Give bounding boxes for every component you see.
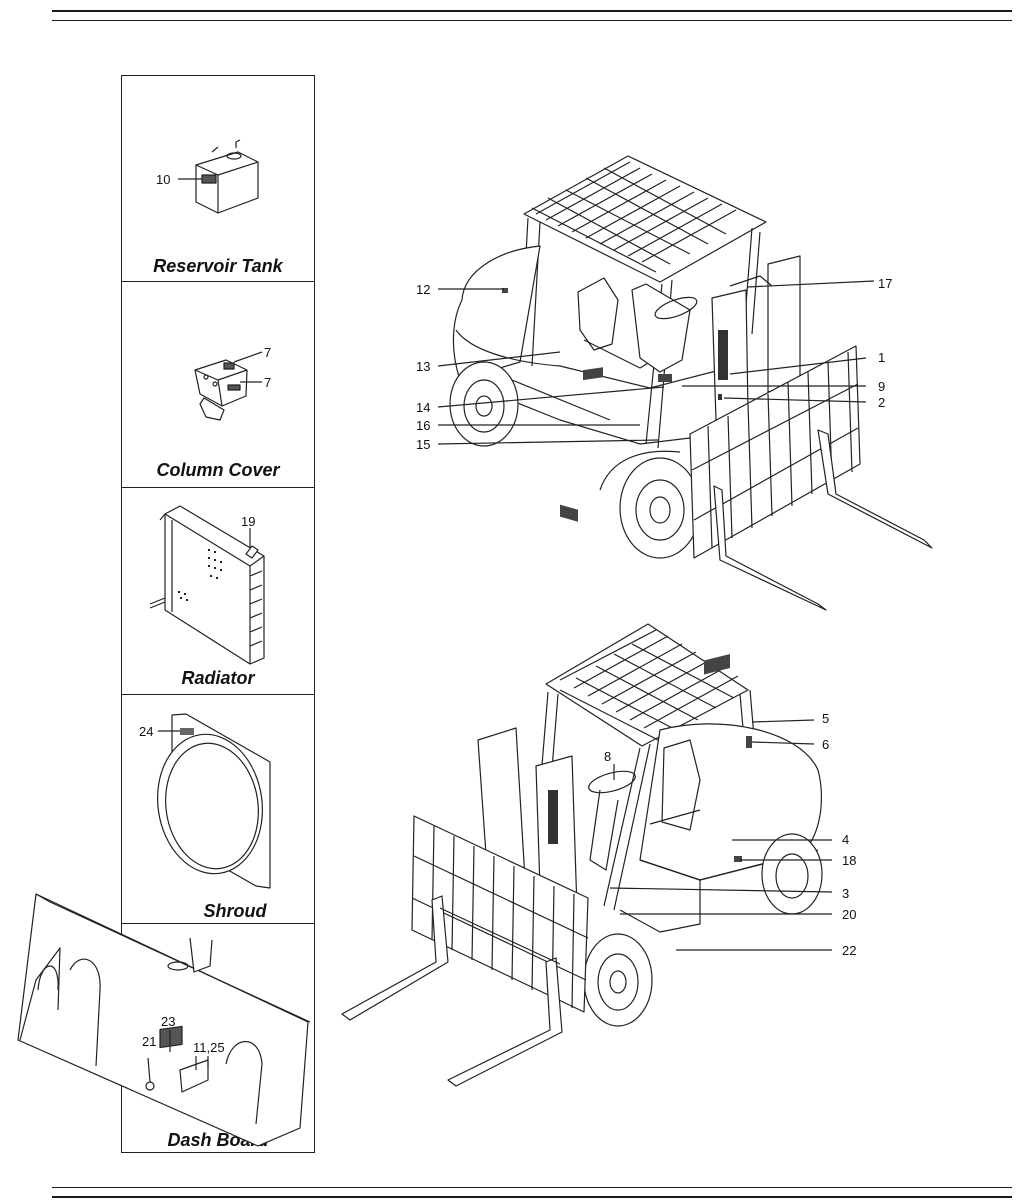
column-cover-drawing xyxy=(194,351,263,421)
reservoir-tank-drawing xyxy=(178,139,259,214)
callout-label: 15 xyxy=(416,437,430,452)
callout-label: 5 xyxy=(822,711,829,726)
panel-reservoir-tank: Reservoir Tank xyxy=(122,76,314,282)
callout-label: 4 xyxy=(842,832,849,847)
callout-label: 11,25 xyxy=(193,1040,225,1055)
callout-label: 13 xyxy=(416,359,430,374)
bottom-rule-thin xyxy=(52,1187,1012,1188)
forklift-top-drawing xyxy=(449,155,933,611)
leader-lines xyxy=(437,280,875,951)
callout-label: 23 xyxy=(161,1014,175,1029)
shroud-drawing xyxy=(156,713,271,889)
radiator-drawing xyxy=(149,505,265,665)
bottom-rule-thick xyxy=(52,1196,1012,1198)
callout-numbers: 10 7 7 19 24 23 21 11,25 12 17 13 1 9 14… xyxy=(139,172,892,1055)
callout-label: 10 xyxy=(156,172,170,187)
callout-label: 9 xyxy=(878,379,885,394)
callout-label: 16 xyxy=(416,418,430,433)
callout-label: 14 xyxy=(416,400,430,415)
callout-label: 2 xyxy=(878,395,885,410)
callout-label: 1 xyxy=(878,350,885,365)
callout-label: 24 xyxy=(139,724,153,739)
top-rule-thick xyxy=(52,10,1012,12)
callout-label: 18 xyxy=(842,853,856,868)
dash-board-drawing xyxy=(17,893,311,1147)
panel-title: Shroud xyxy=(203,901,267,921)
callout-label: 19 xyxy=(241,514,255,529)
panel-shroud: Shroud xyxy=(122,695,314,924)
forklift-bottom-drawing xyxy=(341,623,823,1087)
callout-label: 21 xyxy=(142,1034,156,1049)
callout-label: 7 xyxy=(264,375,271,390)
panel-column-cover: Column Cover xyxy=(122,282,314,488)
top-rule-thin xyxy=(52,20,1012,21)
callout-label: 22 xyxy=(842,943,856,958)
component-panel-column: Reservoir Tank Column Cover Radiator Shr… xyxy=(121,75,315,1153)
panel-title: Radiator xyxy=(181,668,255,688)
callout-label: 8 xyxy=(604,749,611,764)
callout-label: 12 xyxy=(416,282,430,297)
panel-title: Column Cover xyxy=(156,460,280,480)
panel-radiator: Radiator xyxy=(122,488,314,695)
callout-label: 17 xyxy=(878,276,892,291)
callout-label: 6 xyxy=(822,737,829,752)
panel-title: Reservoir Tank xyxy=(153,256,283,276)
callout-label: 20 xyxy=(842,907,856,922)
callout-label: 7 xyxy=(264,345,271,360)
callout-label: 3 xyxy=(842,886,849,901)
